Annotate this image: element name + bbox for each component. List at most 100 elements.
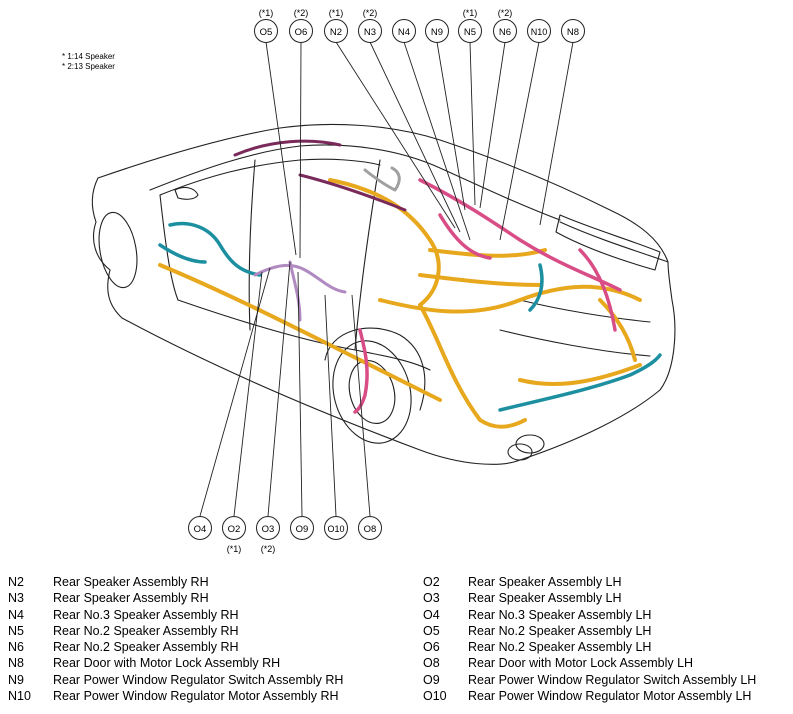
legend-row: N6 Rear No.2 Speaker Assembly RH: [8, 639, 343, 655]
legend-desc: Rear Power Window Regulator Switch Assem…: [53, 672, 344, 687]
callout-code: N10: [531, 27, 548, 37]
legend-desc: Rear Speaker Assembly RH: [53, 575, 209, 589]
callout-O2: O2 (*1): [222, 516, 246, 554]
legend-row: N5 Rear No.2 Speaker Assembly RH: [8, 623, 343, 639]
bottom-callouts: O4 O2 (*1) O3 (*2) O9 O10 O8: [188, 516, 382, 554]
callout-N2: (*1) N2: [324, 8, 348, 43]
callout-O4: O4: [188, 516, 212, 540]
callout-O3: O3 (*2): [256, 516, 280, 554]
legend-code: O3: [423, 591, 440, 606]
note-line: * 1:14 Speaker: [62, 52, 115, 61]
callout-note: (*1): [463, 8, 478, 18]
harness-pink: [353, 178, 622, 414]
callout-N9: N9: [425, 19, 449, 43]
legend-code: N9: [8, 672, 24, 687]
callout-code: O9: [296, 524, 309, 535]
legend-desc: Rear No.3 Speaker Assembly RH: [53, 607, 239, 622]
legend-code: N4: [8, 607, 24, 622]
legend-desc: Rear Speaker Assembly RH: [53, 591, 209, 606]
legend-code: O9: [423, 672, 440, 687]
legend-desc: Rear No.2 Speaker Assembly RH: [53, 640, 239, 655]
callout-code: N4: [398, 27, 410, 38]
legend-row: O8 Rear Door with Motor Lock Assembly LH: [423, 655, 756, 671]
legend-row: N9 Rear Power Window Regulator Switch Ass…: [8, 672, 343, 688]
callout-O6: (*2) O6: [289, 8, 313, 43]
legend-row: O6 Rear No.2 Speaker Assembly LH: [423, 639, 756, 655]
callout-code: N6: [499, 27, 511, 38]
top-callouts: (*1) O5 (*2) O6 (*1) N2 (*2) N3 N4 N9: [254, 8, 585, 43]
harness-grey: [363, 166, 401, 192]
legend-row: N4 Rear No.3 Speaker Assembly RH: [8, 607, 343, 623]
callout-O10: O10: [324, 516, 348, 540]
speaker-notes: * 1:14 Speaker * 2:13 Speaker: [62, 52, 115, 72]
legend-row: O9 Rear Power Window Regulator Switch Ass…: [423, 672, 756, 688]
car-body: [91, 123, 676, 465]
callout-code: O10: [327, 524, 344, 534]
callout-code: O2: [228, 524, 241, 535]
callout-N3: (*2) N3: [358, 8, 382, 43]
legend-code: N8: [8, 656, 24, 671]
callout-N8: N8: [561, 19, 585, 43]
harness-main: [158, 178, 642, 429]
note-line: * 2:13 Speaker: [62, 62, 115, 71]
callout-note: (*2): [261, 544, 276, 554]
callout-note: (*1): [227, 544, 242, 554]
legend-code: N2: [8, 575, 24, 589]
legend-desc: Rear Speaker Assembly LH: [468, 591, 622, 606]
callout-note: (*2): [363, 8, 378, 18]
legend-code: N5: [8, 623, 24, 638]
wiring-diagram: (*1) O5 (*2) O6 (*1) N2 (*2) N3 N4 N9: [91, 8, 676, 554]
legend-desc: Rear No.2 Speaker Assembly LH: [468, 640, 652, 655]
legend-code: N10: [8, 689, 31, 704]
callout-code: O3: [262, 524, 275, 535]
callout-code: O8: [364, 524, 377, 535]
legend-row: N3 Rear Speaker Assembly RH: [8, 590, 343, 606]
legend-row: O3 Rear Speaker Assembly LH: [423, 590, 756, 606]
legend-code: O10: [423, 689, 447, 704]
callout-code: N5: [464, 27, 476, 38]
harness-purple: [233, 139, 407, 212]
legend-code: O4: [423, 607, 440, 622]
legend-desc: Rear Power Window Regulator Switch Assem…: [468, 672, 757, 687]
callout-note: (*2): [498, 8, 513, 18]
legend-desc: Rear Power Window Regulator Motor Assemb…: [53, 689, 339, 704]
callout-N10: N10: [527, 19, 551, 43]
callout-O9: O9: [290, 516, 314, 540]
callout-O5: (*1) O5: [254, 8, 278, 43]
legend-row: O4 Rear No.3 Speaker Assembly LH: [423, 607, 756, 623]
legend-desc: Rear Speaker Assembly LH: [468, 575, 622, 589]
legend-row: N10 Rear Power Window Regulator Motor Ass…: [8, 688, 343, 704]
legend-code: O5: [423, 623, 440, 638]
callout-code: O6: [295, 27, 308, 38]
callout-N5: (*1) N5: [458, 8, 482, 43]
callout-code: N8: [567, 27, 579, 38]
legend-desc: Rear Door with Motor Lock Assembly LH: [468, 656, 694, 671]
callout-O8: O8: [358, 516, 382, 540]
legend-desc: Rear No.2 Speaker Assembly LH: [468, 623, 652, 638]
legend-desc: Rear No.3 Speaker Assembly LH: [468, 607, 652, 622]
legend-code: N6: [8, 640, 24, 655]
legend-code: O2: [423, 575, 440, 589]
legend-row: N2 Rear Speaker Assembly RH: [8, 574, 343, 590]
legend-desc: Rear No.2 Speaker Assembly RH: [53, 623, 239, 638]
legend-code: N3: [8, 591, 24, 606]
callout-N6: (*2) N6: [493, 8, 517, 43]
callout-note: (*1): [329, 8, 344, 18]
harness-lilac: [253, 260, 347, 322]
legend-code: O6: [423, 640, 440, 655]
legend-row: O5 Rear No.2 Speaker Assembly LH: [423, 623, 756, 639]
leader-lines: [199, 41, 574, 517]
callout-N4: N4: [392, 19, 416, 43]
harness-teal: [158, 221, 662, 412]
callout-code: N9: [431, 27, 443, 38]
legend-row: O2 Rear Speaker Assembly LH: [423, 574, 756, 590]
callout-code: N3: [364, 27, 376, 38]
callout-code: O5: [260, 27, 273, 38]
callout-note: (*1): [259, 8, 274, 18]
legend-code: O8: [423, 656, 440, 671]
callout-code: O4: [194, 524, 207, 535]
